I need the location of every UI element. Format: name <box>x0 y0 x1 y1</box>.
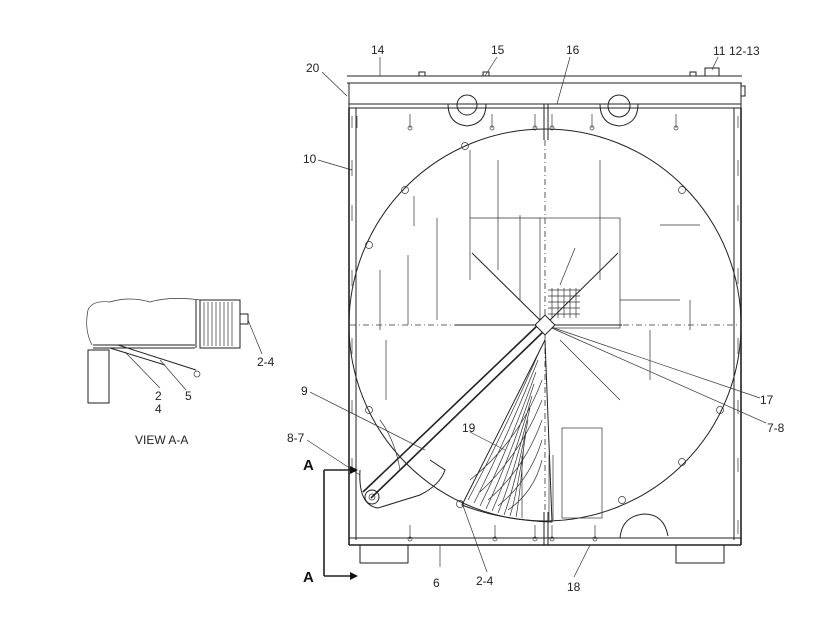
label-2-view: 2 <box>155 389 162 403</box>
top-slots <box>351 114 739 131</box>
core-detail <box>379 150 700 519</box>
label-10: 10 <box>303 152 317 166</box>
label-9: 9 <box>301 384 308 398</box>
bottom-slots <box>359 513 725 564</box>
label-12-13: 12-13 <box>729 44 760 58</box>
label-2-4-view: 2-4 <box>257 355 275 369</box>
label-20: 20 <box>306 61 320 75</box>
label-11: 11 <box>713 44 726 58</box>
fan-braces <box>362 247 767 499</box>
fan-blade-sector <box>461 339 554 523</box>
label-6: 6 <box>433 576 440 590</box>
label-2-4-bottom: 2-4 <box>476 574 494 588</box>
label-5-view: 5 <box>185 389 192 403</box>
section-label-a-bottom: A <box>303 569 314 586</box>
label-8-7: 8-7 <box>287 431 305 445</box>
label-19: 19 <box>462 421 476 435</box>
label-18: 18 <box>567 580 581 594</box>
label-7-8: 7-8 <box>767 421 785 435</box>
pivot-bracket <box>359 419 446 509</box>
label-15: 15 <box>491 43 505 57</box>
view-a-a-detail <box>86 298 263 404</box>
section-arrows <box>323 466 358 580</box>
label-14: 14 <box>371 43 385 57</box>
view-caption: VIEW A-A <box>135 433 188 447</box>
label-4-view: 4 <box>155 402 162 416</box>
label-16: 16 <box>566 43 580 57</box>
side-slots <box>351 160 739 534</box>
section-label-a-top: A <box>303 457 314 474</box>
radiator-frame <box>347 67 746 546</box>
leader-lines <box>306 56 719 578</box>
label-17: 17 <box>760 393 774 407</box>
